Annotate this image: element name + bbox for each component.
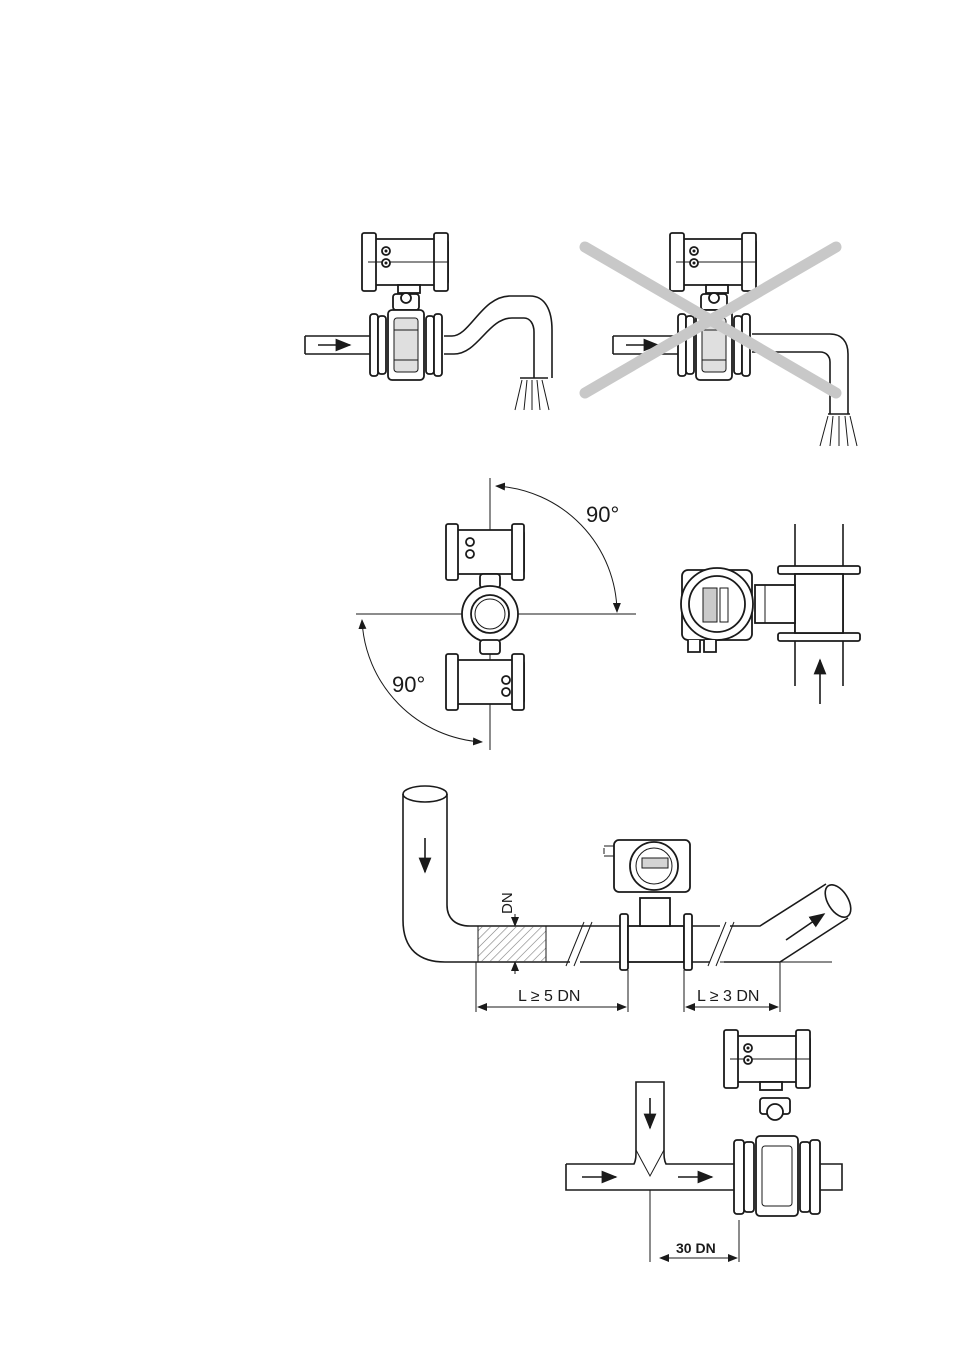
correct-installation-diagram [304, 232, 553, 411]
vertical-installation-diagram [680, 524, 861, 704]
water-stream-icon [819, 415, 858, 447]
downstream-length-label: L ≥ 3 DN [697, 988, 759, 1005]
angle-label-top: 90° [586, 502, 619, 527]
dn-label: DN [499, 892, 516, 914]
t-junction-diagram: 30 DN [565, 1029, 843, 1262]
straight-run-diagram: DN L ≥ 5 DN L ≥ 3 DN [402, 785, 852, 1012]
cross-out-icon [579, 241, 842, 399]
angle-label-bottom: 90° [392, 672, 425, 697]
t-junction-distance-label: 30 DN [676, 1240, 716, 1256]
upstream-length-label: L ≥ 5 DN [518, 988, 580, 1005]
flow-arrow-icon [785, 913, 826, 941]
water-stream-icon [514, 379, 550, 411]
incorrect-installation-diagram [579, 232, 858, 447]
rotation-diagram: 90° 90° [356, 478, 636, 750]
